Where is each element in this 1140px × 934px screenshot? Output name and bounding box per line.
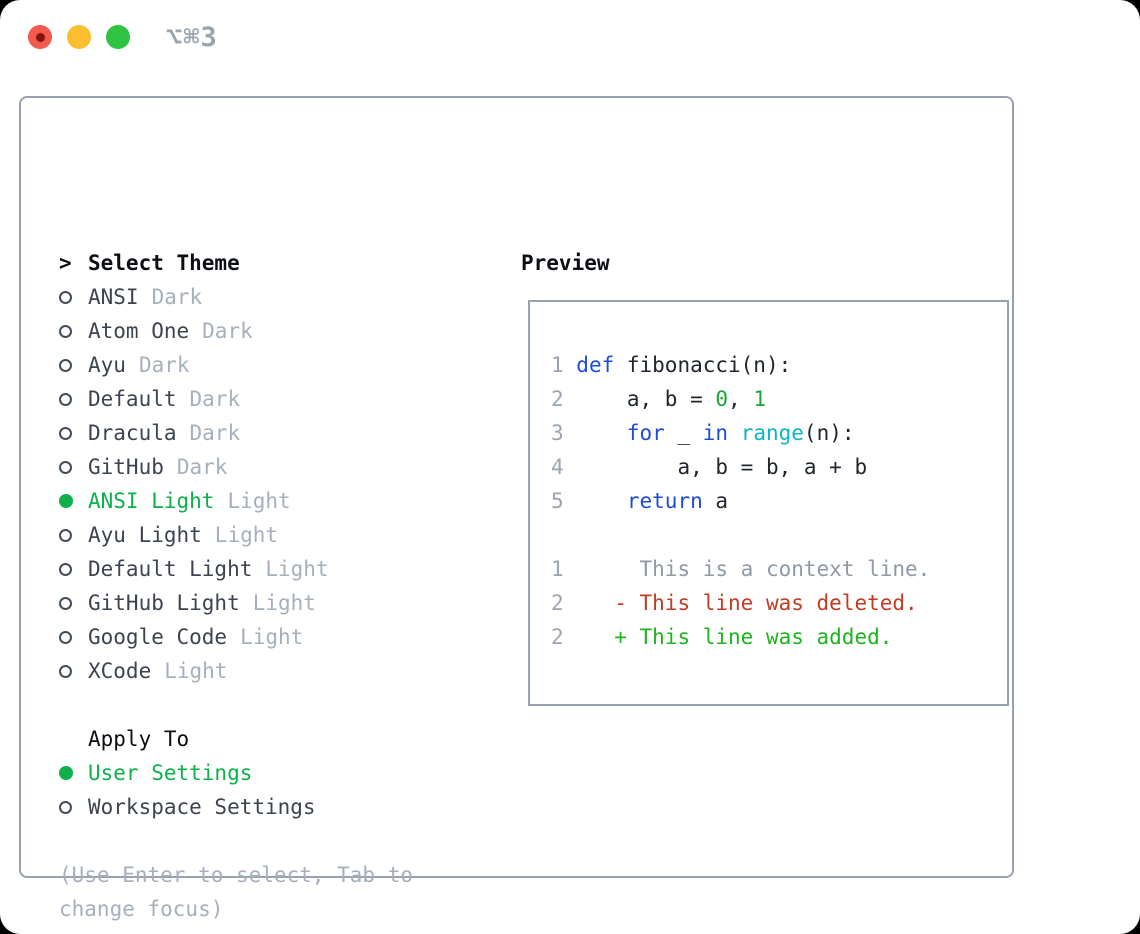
option-label: User Settings <box>88 761 253 785</box>
option-variant: Dark <box>189 421 241 445</box>
code-preview: 1 def fibonacci(n): 2 a, b = 0, 1 3 for _ … <box>551 348 930 654</box>
theme-option[interactable]: Ayu Light Light <box>59 518 329 552</box>
radio-selected-icon <box>59 766 73 780</box>
code-line: 2 + This line was added. <box>551 625 893 649</box>
code-line: 2 - This line was deleted. <box>551 591 918 615</box>
theme-option[interactable]: Ayu Dark <box>59 348 329 382</box>
option-label: GitHub <box>88 455 164 479</box>
preview-box: 1 def fibonacci(n): 2 a, b = 0, 1 3 for _ … <box>528 300 1009 706</box>
apply-option[interactable]: User Settings <box>59 756 316 790</box>
option-variant: Light <box>265 557 329 581</box>
select-theme-title: Select Theme <box>88 251 240 275</box>
preview-header: Preview <box>521 251 610 275</box>
maximize-button[interactable] <box>106 25 130 49</box>
theme-option[interactable]: Default Light Light <box>59 552 329 586</box>
option-label: GitHub Light <box>88 591 240 615</box>
theme-option[interactable]: Google Code Light <box>59 620 329 654</box>
hint-text: (Use Enter to select, Tab to change focu… <box>59 858 413 926</box>
code-line: 1 This is a context line. <box>551 557 931 581</box>
theme-option[interactable]: Atom One Dark <box>59 314 329 348</box>
window-title: ⌥⌘3 <box>166 22 218 53</box>
option-label: Default Light <box>88 557 253 581</box>
option-variant: Light <box>227 489 291 513</box>
option-variant: Light <box>252 591 316 615</box>
option-label: ANSI Light <box>88 489 215 513</box>
radio-icon <box>59 324 72 338</box>
radio-icon <box>59 460 72 474</box>
code-line: 2 a, b = 0, 1 <box>551 387 766 411</box>
minimize-button[interactable] <box>67 25 91 49</box>
apply-to-header: Apply To <box>88 727 190 751</box>
code-line <box>551 518 930 552</box>
radio-icon <box>59 664 72 678</box>
option-label: Atom One <box>88 319 190 343</box>
option-label: Default <box>88 387 177 411</box>
close-dot-icon <box>35 32 45 42</box>
radio-icon <box>59 800 72 814</box>
option-variant: Dark <box>202 319 253 343</box>
option-variant: Dark <box>189 387 241 411</box>
option-label: Workspace Settings <box>88 795 316 819</box>
option-variant: Dark <box>151 285 203 309</box>
theme-option[interactable]: Dracula Dark <box>59 416 329 450</box>
option-label: Dracula <box>88 421 177 445</box>
prompt-icon: > <box>59 251 72 275</box>
option-label: XCode <box>88 659 152 683</box>
option-variant: Light <box>164 659 228 683</box>
theme-option[interactable]: XCode Light <box>59 654 329 688</box>
theme-option[interactable]: ANSI Dark <box>59 280 329 314</box>
option-variant: Dark <box>176 455 228 479</box>
theme-option[interactable]: ANSI Light Light <box>59 484 329 518</box>
hint-line-2: change focus) <box>59 897 224 921</box>
code-line: 5 return a <box>551 489 729 513</box>
select-theme-header: > Select Theme <box>59 246 329 280</box>
theme-option[interactable]: GitHub Light Light <box>59 586 329 620</box>
option-variant: Dark <box>138 353 190 377</box>
option-label: ANSI <box>88 285 139 309</box>
close-button[interactable] <box>28 25 52 49</box>
option-variant: Light <box>214 523 279 547</box>
radio-selected-icon <box>59 494 73 508</box>
radio-icon <box>59 528 72 542</box>
radio-icon <box>59 426 72 440</box>
code-line: 3 for _ in range(n): <box>551 421 855 445</box>
option-label: Ayu Light <box>88 523 202 547</box>
apply-option[interactable]: Workspace Settings <box>59 790 316 824</box>
radio-icon <box>59 562 72 576</box>
hint-line-1: (Use Enter to select, Tab to <box>59 863 414 887</box>
radio-icon <box>59 290 72 304</box>
option-label: Google Code <box>88 625 228 649</box>
theme-option[interactable]: Default Dark <box>59 382 329 416</box>
option-label: Ayu <box>88 353 126 377</box>
code-line: 4 a, b = b, a + b <box>551 455 868 479</box>
radio-icon <box>59 630 72 644</box>
radio-icon <box>59 392 72 406</box>
radio-icon <box>59 596 72 610</box>
theme-option[interactable]: GitHub Dark <box>59 450 329 484</box>
option-variant: Light <box>240 625 304 649</box>
radio-icon <box>59 358 72 372</box>
code-line: 1 def fibonacci(n): <box>551 353 792 377</box>
